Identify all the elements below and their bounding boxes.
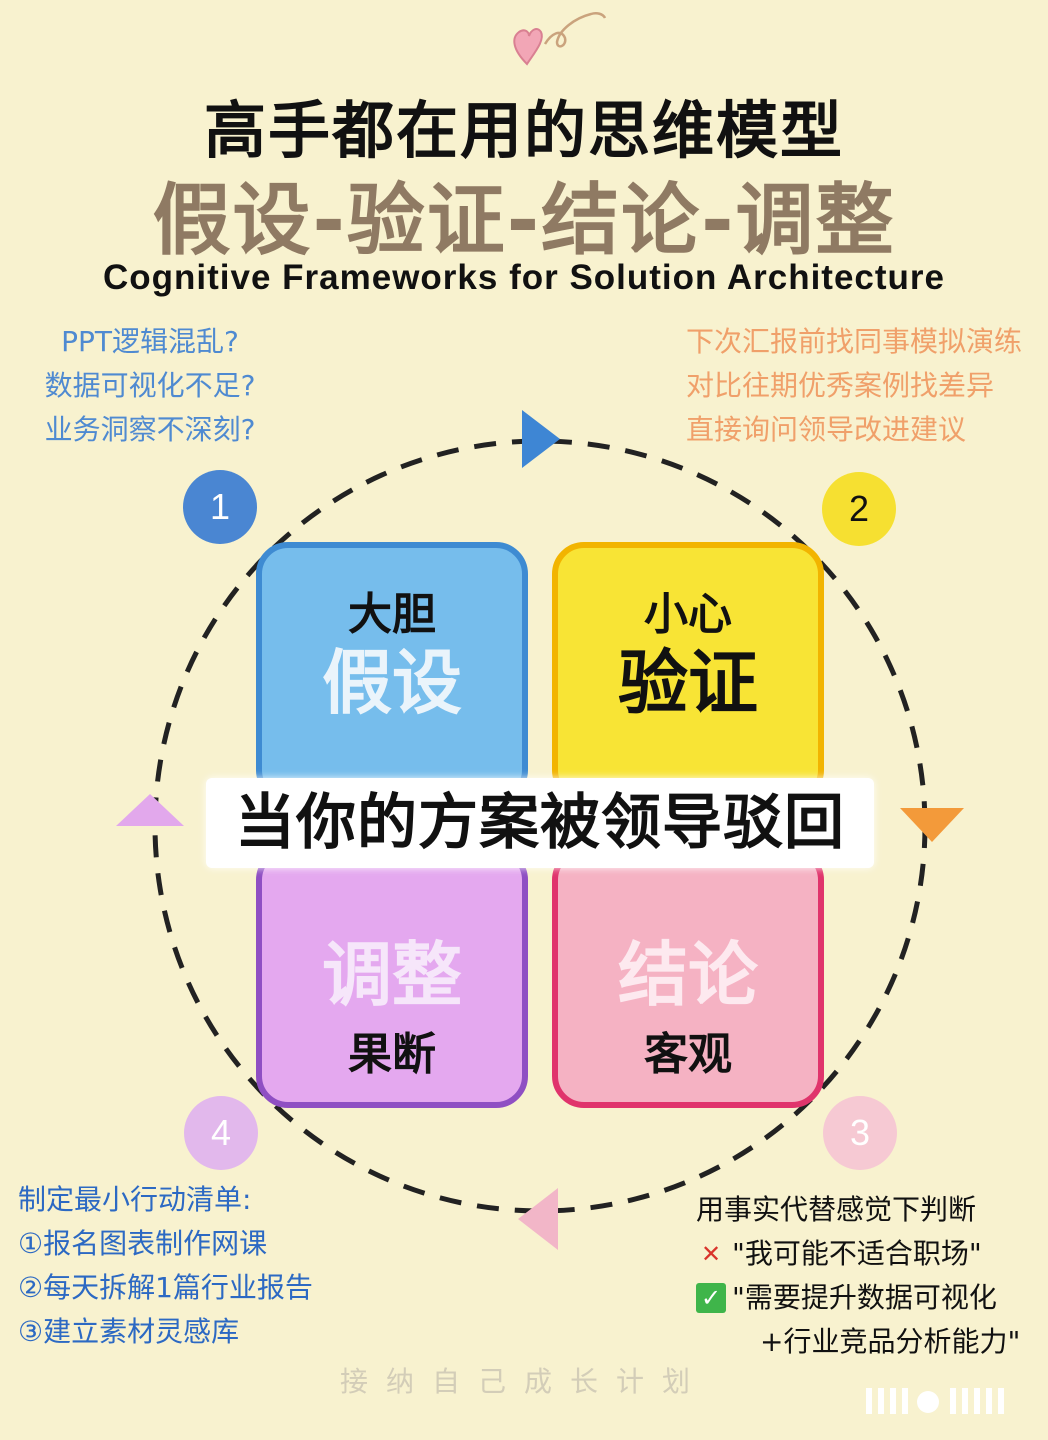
note-line: 下次汇报前找同事模拟演练 <box>686 325 1023 358</box>
note-line: ①报名图表制作网课 <box>18 1227 268 1260</box>
quadrant-small-label: 小心 <box>644 589 732 640</box>
center-banner: 当你的方案被领导驳回 <box>206 778 874 868</box>
quadrant-conclusion: 结论 客观 <box>552 848 824 1108</box>
quadrant-big-label: 验证 <box>618 642 758 724</box>
note-wrong-text: "我可能不适合职场" <box>732 1237 982 1270</box>
arrow-down-icon <box>900 808 964 842</box>
arrow-left-icon <box>518 1188 558 1250</box>
arrow-right-icon <box>522 410 560 468</box>
note-facts: 用事实代替感觉下判断 ✕ "我可能不适合职场" ✓ "需要提升数据可视化 +行业… <box>696 1188 1020 1364</box>
note-verify-actions: 下次汇报前找同事模拟演练 对比往期优秀案例找差异 直接询问领导改进建议 <box>686 320 1022 452</box>
note-line: 制定最小行动清单: <box>18 1183 252 1216</box>
quadrant-adjustment: 调整 果断 <box>256 848 528 1108</box>
quadrant-small-label: 客观 <box>644 1029 732 1080</box>
quadrant-big-label: 调整 <box>322 934 462 1016</box>
note-line: PPT逻辑混乱? <box>61 325 239 358</box>
note-heading: 用事实代替感觉下判断 <box>696 1193 977 1226</box>
watermark-bars-icon <box>866 1388 1004 1414</box>
quadrant-big-label: 假设 <box>322 642 462 724</box>
page-subtitle: 假设-验证-结论-调整 <box>152 176 896 266</box>
quadrant-verification: 小心 验证 <box>552 542 824 802</box>
note-line: 直接询问领导改进建议 <box>686 413 967 446</box>
note-line: 对比往期优秀案例找差异 <box>686 369 995 402</box>
note-line: 业务洞察不深刻? <box>44 413 256 446</box>
note-line: ③建立素材灵感库 <box>18 1315 240 1348</box>
english-title: Cognitive Frameworks for Solution Archit… <box>102 258 946 297</box>
quadrant-big-label: 结论 <box>618 934 758 1016</box>
page-title: 高手都在用的思维模型 <box>203 94 844 167</box>
step-4-badge: 4 <box>184 1096 258 1170</box>
note-line: 数据可视化不足? <box>44 369 256 402</box>
heart-icon <box>513 11 607 66</box>
step-3-badge: 3 <box>823 1096 897 1170</box>
note-problems: PPT逻辑混乱? 数据可视化不足? 业务洞察不深刻? <box>20 320 280 452</box>
step-2-badge: 2 <box>822 472 896 546</box>
quadrant-hypothesis: 大胆 假设 <box>256 542 528 802</box>
arrow-up-icon <box>116 794 184 826</box>
quadrant-small-label: 大胆 <box>348 589 436 640</box>
quadrant-small-label: 果断 <box>348 1029 436 1080</box>
note-wrong-line: ✕ "我可能不适合职场" <box>696 1232 1020 1276</box>
check-mark-icon: ✓ <box>696 1283 726 1313</box>
note-right-line: ✓ "需要提升数据可视化 <box>696 1276 1020 1320</box>
note-right-text: "需要提升数据可视化 <box>732 1281 997 1314</box>
note-line: ②每天拆解1篇行业报告 <box>18 1271 313 1304</box>
note-action-list: 制定最小行动清单: ①报名图表制作网课 ②每天拆解1篇行业报告 ③建立素材灵感库 <box>18 1178 313 1354</box>
step-1-badge: 1 <box>183 470 257 544</box>
footer-text: 接纳自己成长计划 <box>339 1365 708 1398</box>
note-right-text-2: +行业竞品分析能力" <box>760 1325 1021 1358</box>
cross-mark-icon: ✕ <box>700 1240 722 1268</box>
